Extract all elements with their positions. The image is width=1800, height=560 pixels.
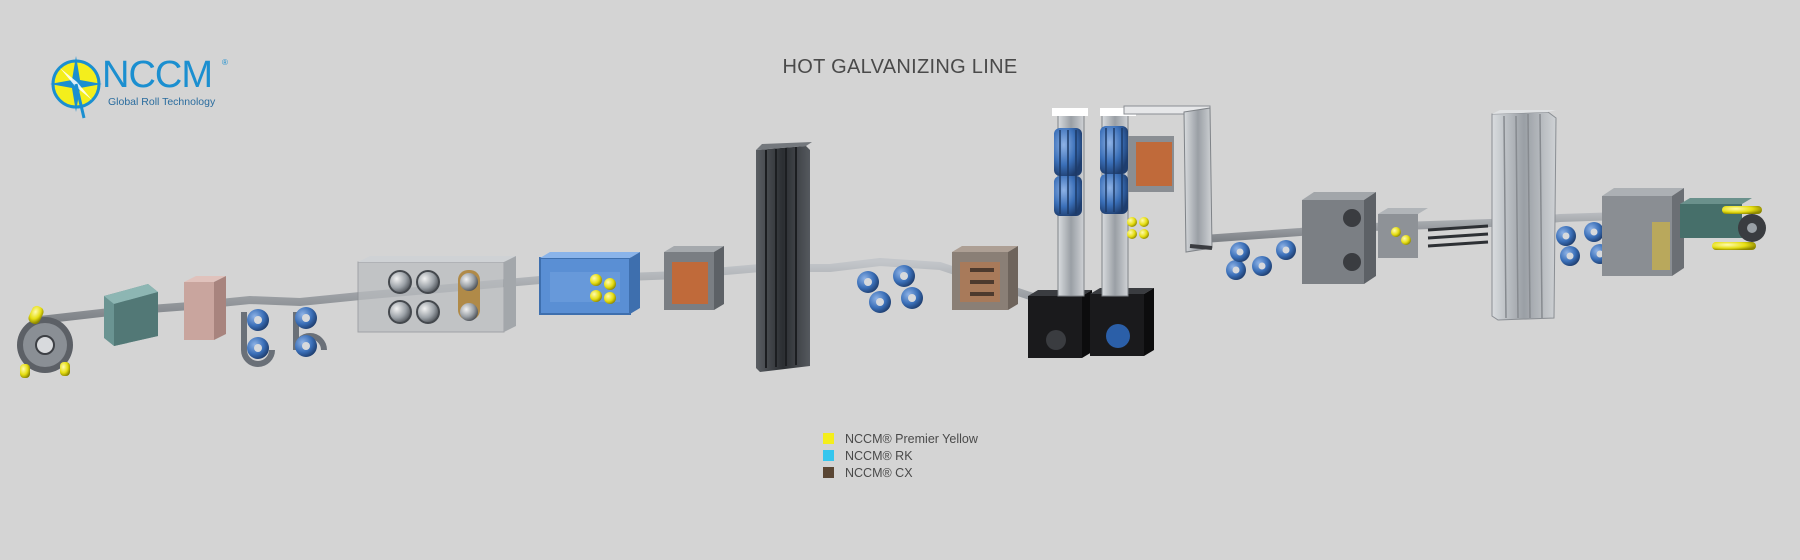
annealing-furnace-tower — [756, 142, 812, 372]
zinc-pot-1 — [1028, 290, 1092, 358]
entry-looper-rolls — [241, 307, 327, 367]
logo-tagline: Global Roll Technology — [108, 96, 216, 108]
exit-roll-cluster — [1556, 222, 1610, 266]
legend-swatch — [823, 450, 834, 461]
legend: NCCM® Premier Yellow NCCM® RK NCCM® CX — [823, 430, 978, 481]
degreasing-tank — [357, 256, 516, 333]
legend-item-cx: NCCM® CX — [823, 464, 978, 481]
top-turn-frame — [1123, 105, 1213, 253]
welder-unit — [104, 284, 158, 346]
compass-star-icon — [50, 56, 102, 119]
chemical-coater — [1378, 208, 1428, 258]
legend-label: NCCM® CX — [845, 465, 913, 480]
legend-item-premier-yellow: NCCM® Premier Yellow — [823, 430, 978, 447]
cooling-tower-right — [1100, 108, 1149, 297]
snout-chamber — [952, 246, 1018, 310]
cooling-roll-cluster — [857, 265, 923, 313]
entry-uncoiler — [17, 305, 73, 378]
legend-item-rk: NCCM® RK — [823, 447, 978, 464]
dryer-unit — [664, 246, 724, 310]
exit-looper-tower — [1491, 110, 1557, 321]
legend-label: NCCM® Premier Yellow — [845, 431, 978, 446]
exit-recoiler — [1680, 198, 1766, 250]
nccm-logo: NCCM ® Global Roll Technology — [48, 52, 248, 122]
exit-shear — [1602, 188, 1684, 276]
legend-swatch — [823, 467, 834, 478]
legend-label: NCCM® RK — [845, 448, 913, 463]
rinse-tank — [539, 252, 640, 315]
logo-brand: NCCM — [102, 54, 213, 96]
skin-pass-rolls — [1226, 240, 1296, 280]
zinc-pot-2 — [1090, 288, 1154, 356]
legend-swatch — [823, 433, 834, 444]
page-title: HOT GALVANIZING LINE — [782, 56, 1018, 78]
logo-registered-mark: ® — [222, 58, 228, 67]
tension-leveller — [1302, 192, 1376, 284]
cooling-tower-left — [1052, 108, 1088, 297]
cleaning-unit — [184, 276, 226, 340]
bridle-rollers — [1427, 224, 1489, 248]
